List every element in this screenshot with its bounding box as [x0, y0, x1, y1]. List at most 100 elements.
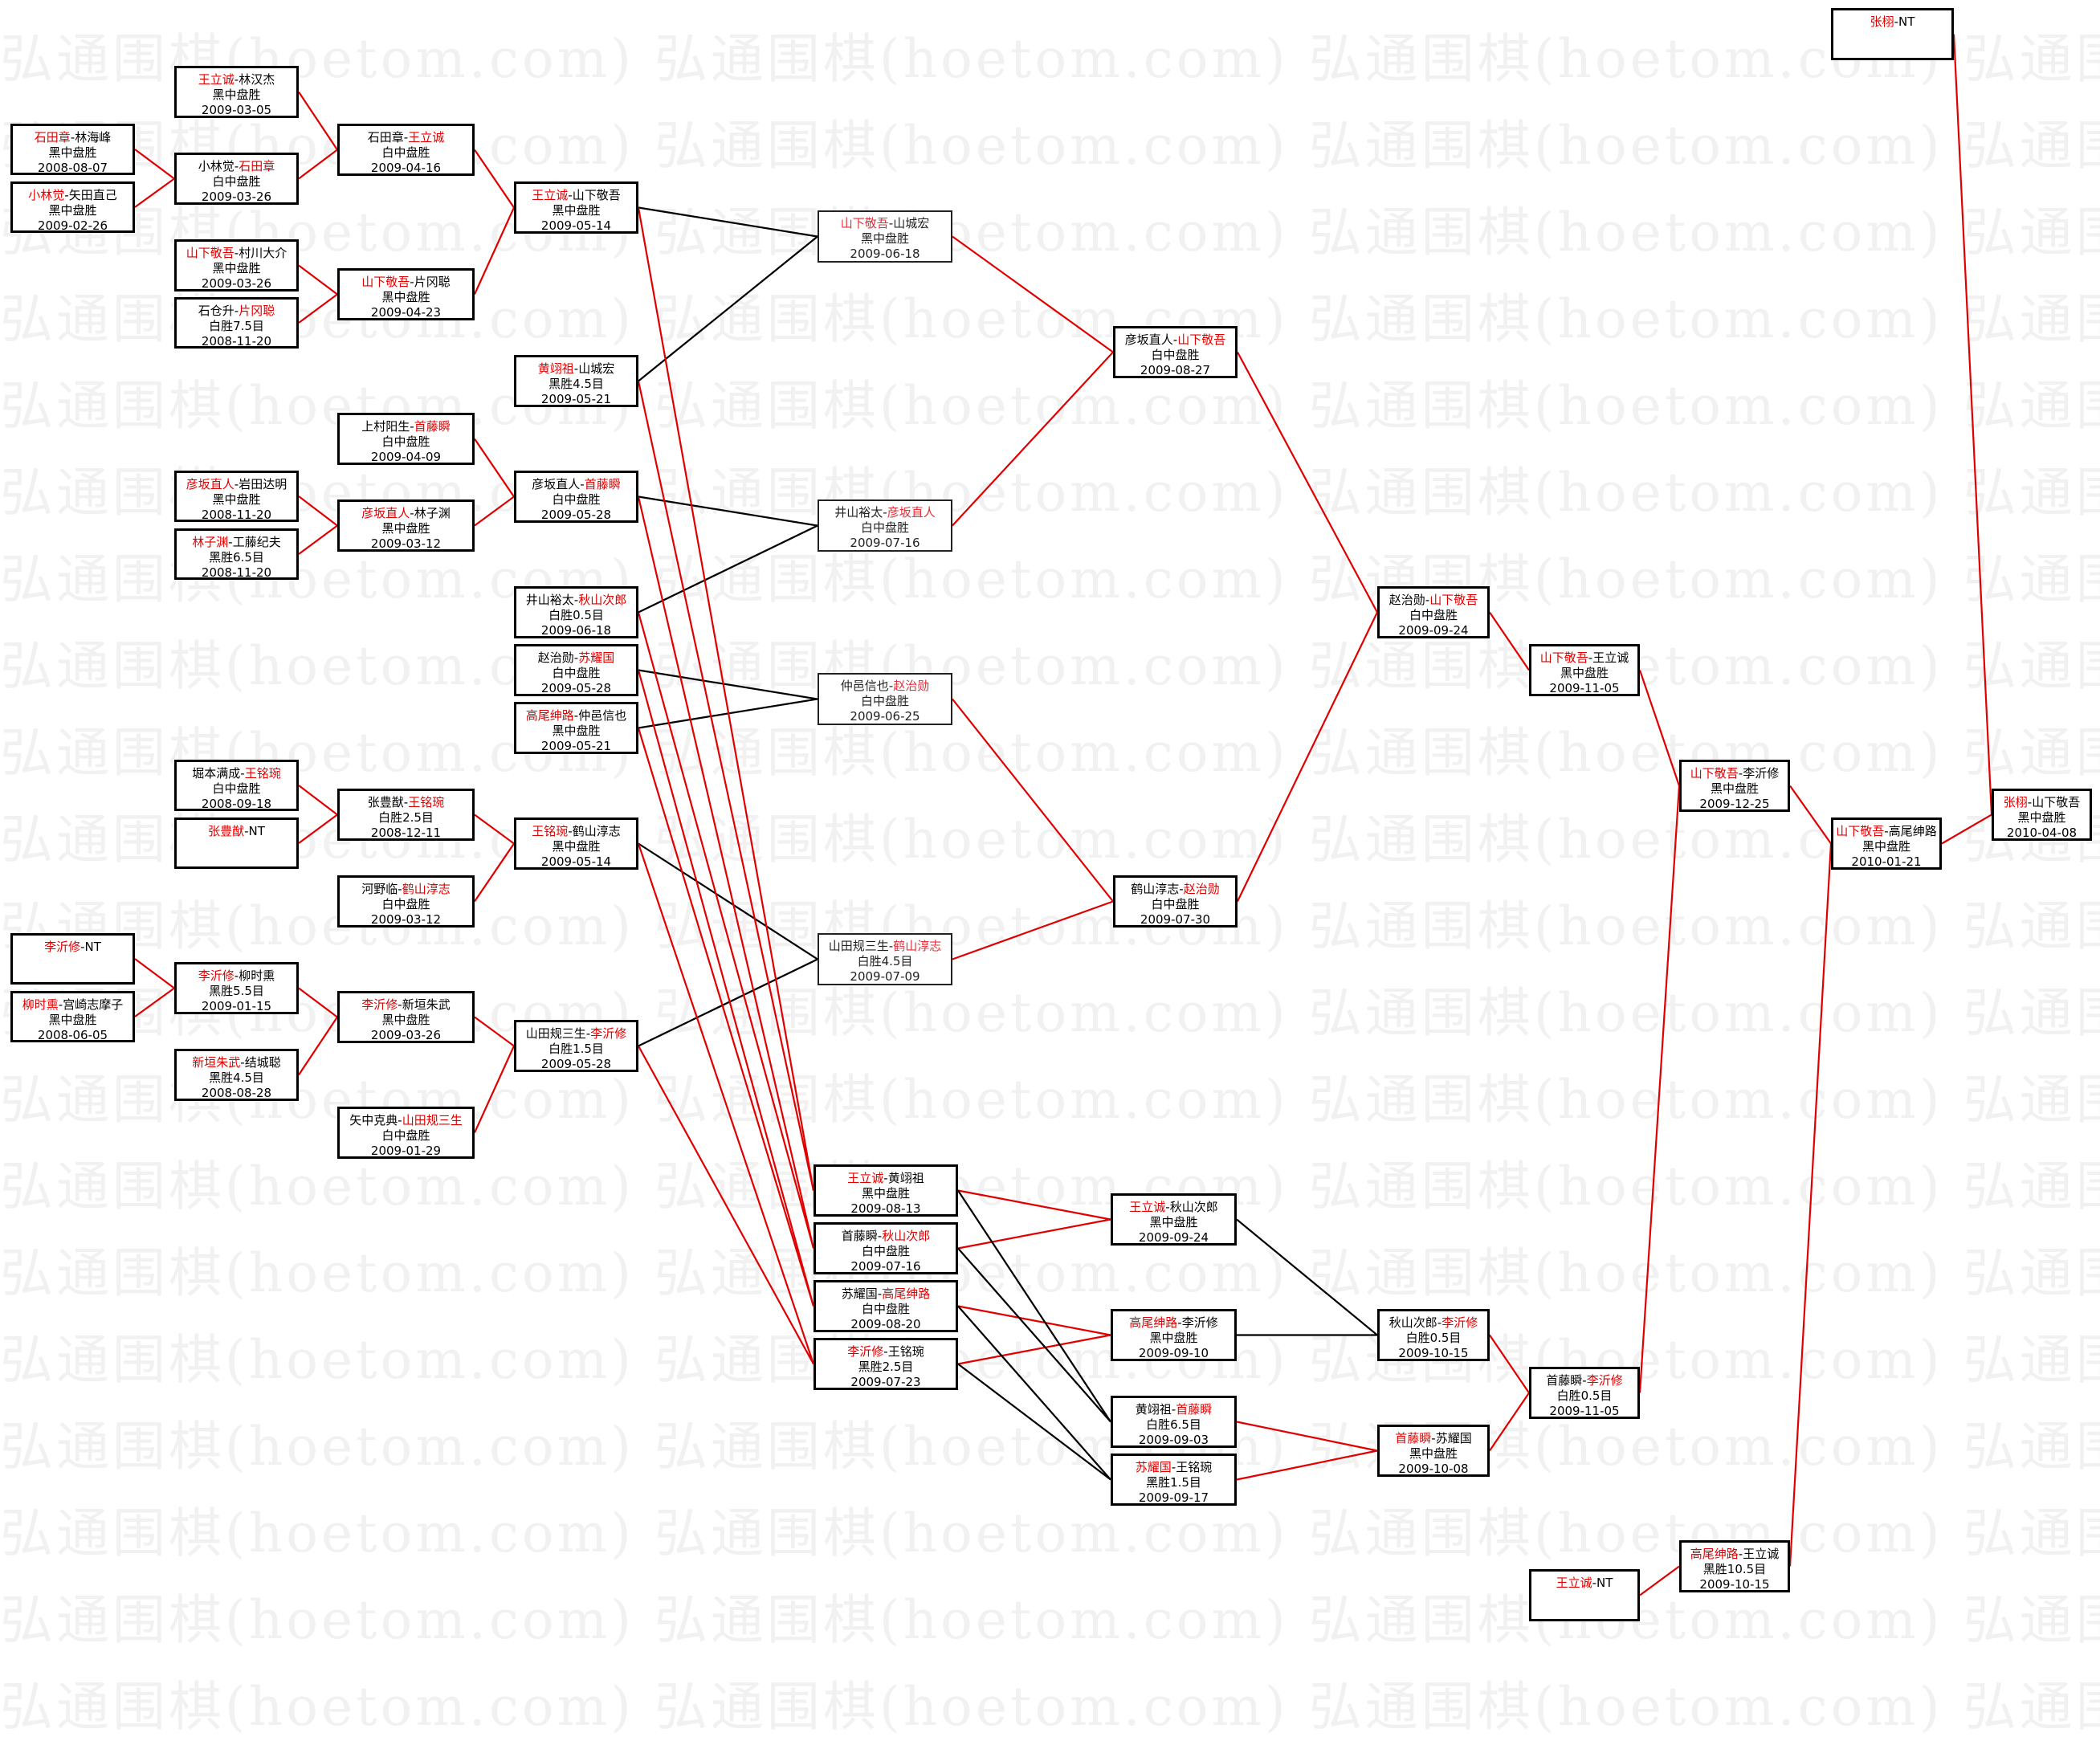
- player-2: 林汉杰: [239, 72, 275, 87]
- loser-path-line: [638, 958, 818, 1047]
- separator: -: [1165, 1200, 1170, 1214]
- winner-path-line: [474, 495, 515, 527]
- match-players: 山田规三生-鹤山淳志: [819, 939, 951, 954]
- winner-path-line: [1638, 785, 1681, 1393]
- watermark-row: 弘通围棋(hoetom.com) 弘通围棋(hoetom.com) 弘通围棋(h…: [0, 1676, 2100, 1738]
- match-result: 白中盘胜: [860, 694, 909, 708]
- player-1: 张栩: [2003, 795, 2028, 809]
- match-date: 2010-04-08: [2006, 826, 2078, 840]
- player-1: 小林觉: [198, 159, 234, 173]
- match-players: 高尾绅路-李沂修: [1113, 1315, 1234, 1331]
- match-box[interactable]: 李沂修-NT: [10, 933, 135, 985]
- player-1: 张豊猷: [208, 824, 245, 838]
- loser-path-line: [957, 1247, 1111, 1423]
- match-result: 白胜1.5目: [548, 1042, 604, 1056]
- player-1: 王立诚: [532, 188, 569, 202]
- match-box[interactable]: 张栩-NT: [1831, 8, 1954, 60]
- player-2: 彦坂直人: [887, 505, 936, 520]
- match-players: 秋山次郎-李沂修: [1380, 1315, 1487, 1331]
- match-box[interactable]: 王立诚-NT: [1529, 1569, 1640, 1621]
- match-box[interactable]: 张豊猷-NT: [174, 817, 299, 869]
- match-date: 2009-09-10: [1138, 1346, 1209, 1360]
- match-date: 2009-09-24: [1138, 1230, 1209, 1245]
- match-result: 黑中盘胜: [1560, 666, 1609, 680]
- match-players: 林子渊-工藤纪夫: [177, 535, 296, 550]
- separator: -: [573, 361, 579, 376]
- match-result: 白胜2.5目: [378, 810, 434, 825]
- separator: -: [410, 419, 414, 434]
- match-players: 王立诚-秋山次郎: [1113, 1200, 1234, 1215]
- separator: -: [1582, 1373, 1587, 1388]
- separator: -: [1171, 1460, 1176, 1474]
- match-date: 2009-07-16: [850, 1259, 921, 1274]
- match-players: 山下敬吾-片冈聪: [340, 275, 472, 290]
- player-2: 柳时熏: [239, 968, 275, 983]
- match-date: 2009-10-15: [1699, 1577, 1770, 1592]
- match-date: 2009-08-27: [1140, 363, 1211, 377]
- player-1: 苏耀国: [1135, 1460, 1172, 1474]
- player-1: 石田章: [367, 130, 404, 145]
- player-2: 山田规三生: [402, 1113, 463, 1127]
- match-result: 白中盘胜: [381, 1128, 430, 1143]
- player-1: 李沂修: [361, 997, 398, 1012]
- player-1: 王铭琬: [532, 824, 569, 838]
- match-date: 2009-05-28: [540, 508, 612, 522]
- loser-path-line: [638, 524, 818, 614]
- separator: -: [234, 968, 239, 983]
- winner-path-line: [298, 785, 338, 816]
- match-date: 2009-01-29: [370, 1144, 442, 1158]
- winner-path-line: [952, 698, 1114, 903]
